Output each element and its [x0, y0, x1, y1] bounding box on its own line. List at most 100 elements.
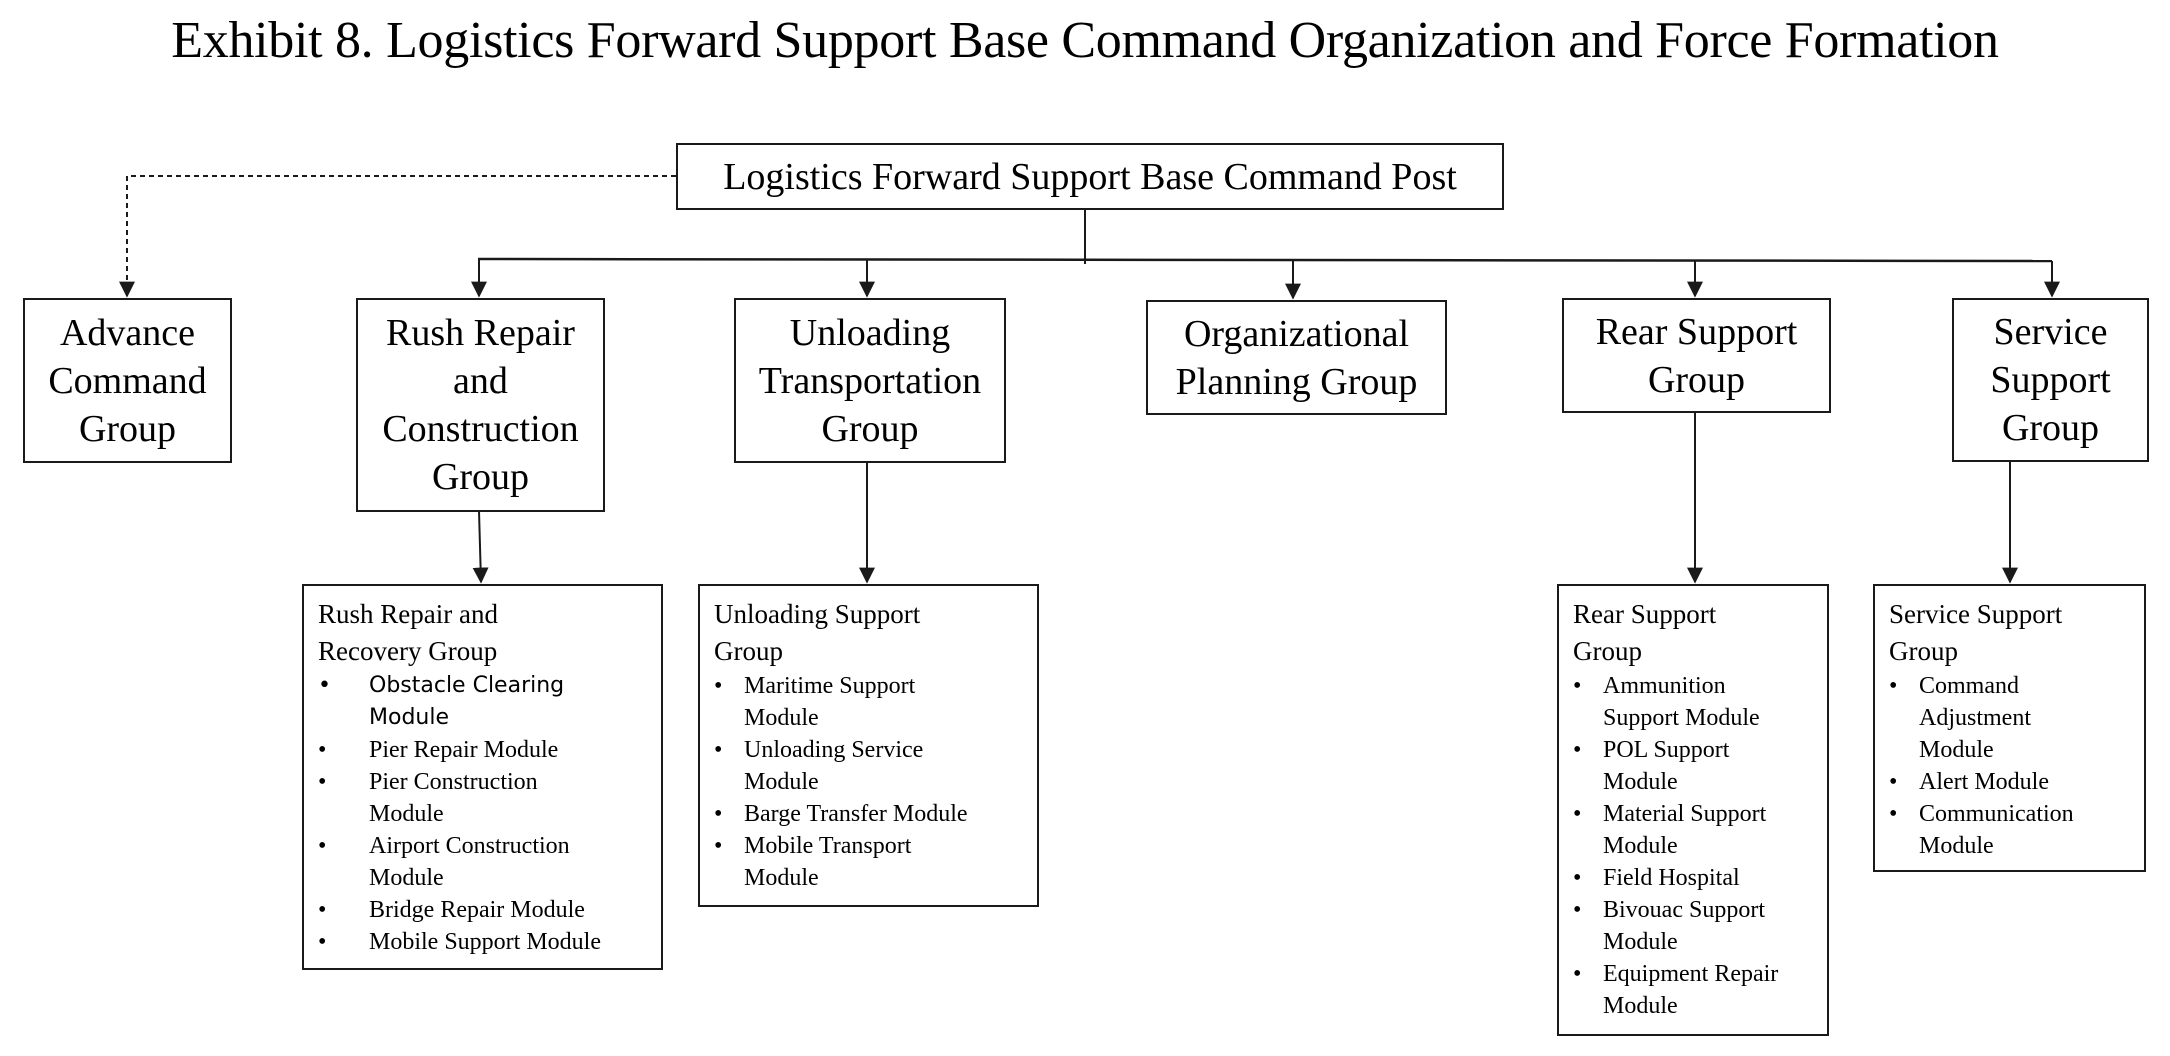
module-line: Module	[1919, 833, 1994, 859]
group-label-line: Transportation	[758, 359, 982, 402]
subgroup-heading-line: Recovery Group	[318, 636, 498, 666]
module-line: Adjustment	[1919, 705, 2031, 731]
group-label-line: Construction	[382, 408, 579, 450]
bullet-icon: •	[714, 673, 723, 699]
command-post-label: Logistics Forward Support Base Command P…	[723, 155, 1457, 198]
subgroup-heading-line: Rush Repair and	[318, 599, 498, 629]
bullet-icon: •	[318, 737, 327, 763]
module-line: Mobile Transport	[744, 833, 912, 859]
subgroup-heading-line: Group	[1889, 636, 1958, 666]
group-label-line: Group	[1647, 358, 1746, 401]
module-line: Material Support	[1603, 801, 1767, 827]
group-label-line: Group	[431, 456, 530, 498]
module-line: Pier Construction	[369, 769, 538, 795]
module-line: Communication	[1919, 801, 2074, 827]
module-line: Maritime Support	[744, 673, 916, 699]
module-line: Field Hospital	[1603, 865, 1740, 891]
module-line: Bivouac Support	[1603, 897, 1765, 923]
bullet-icon: •	[318, 833, 327, 859]
module-line: POL Support	[1603, 737, 1730, 763]
group-label-line: and	[453, 360, 508, 402]
module-item: • Bridge Repair Module	[318, 894, 647, 926]
subgroup-heading-line: Group	[714, 636, 783, 666]
connector-bus	[477, 257, 2053, 263]
module-line: Alert Module	[1919, 769, 2049, 795]
bullet-icon: •	[714, 737, 723, 763]
bullet-icon: •	[1573, 801, 1582, 827]
module-line: Module	[1603, 833, 1678, 859]
bullet-icon: •	[318, 673, 331, 698]
bullet-icon: •	[1573, 897, 1582, 923]
module-line: Support Module	[1603, 705, 1760, 731]
bullet-icon: •	[318, 769, 327, 795]
bullet-icon: •	[714, 801, 723, 827]
bullet-icon: •	[318, 897, 327, 923]
bullet-icon: •	[318, 929, 327, 955]
module-item: • Mobile Support Module	[318, 926, 647, 958]
module-line: Module	[744, 705, 819, 731]
group-box-organizational-planning: Organizational Planning Group	[1146, 300, 1447, 415]
bullet-icon: •	[1573, 737, 1582, 763]
group-label-line: Group	[821, 407, 919, 450]
group-label-line: Group	[2001, 407, 2100, 449]
subgroup-heading-line: Service Support	[1889, 599, 2063, 629]
bullet-icon: •	[1573, 673, 1582, 699]
command-post-box: Logistics Forward Support Base Command P…	[676, 143, 1504, 210]
subgroup-box-rush-repair-recovery: Rush Repair and Recovery Group •Obstacle…	[302, 584, 663, 970]
module-line: Module	[1603, 929, 1678, 955]
group-box-rear-support: Rear Support Group	[1562, 298, 1831, 413]
module-line: Bridge Repair Module	[369, 897, 585, 923]
group-label-line: Service	[1993, 311, 2108, 353]
bullet-icon: •	[1889, 801, 1898, 827]
exhibit-title: Exhibit 8. Logistics Forward Support Bas…	[171, 12, 1999, 69]
module-item: •Barge Transfer Module	[714, 798, 1023, 830]
module-line: Module	[369, 865, 444, 891]
bullet-icon: •	[714, 833, 723, 859]
module-line: Command	[1919, 673, 2019, 699]
group-box-service-support: Service Support Group	[1952, 298, 2149, 462]
group-label-line: Planning Group	[1175, 360, 1418, 403]
module-line: Unloading Service	[744, 737, 924, 763]
group-label-line: Rush Repair	[386, 312, 575, 354]
module-line: Module	[1603, 993, 1678, 1019]
module-item: •Pier Repair Module	[318, 734, 647, 766]
module-line: Equipment Repair	[1603, 961, 1779, 987]
subgroup-heading-line: Rear Support	[1573, 599, 1717, 629]
module-line: Ammunition	[1603, 673, 1726, 699]
connector-advance-command-dashed	[119, 175, 676, 298]
module-line: Mobile Support Module	[369, 929, 601, 955]
group-label-line: Command	[48, 359, 207, 402]
module-line: Airport Construction	[369, 833, 570, 859]
bullet-icon: •	[1573, 865, 1582, 891]
connector-rush-repair-recovery	[472, 510, 489, 584]
group-box-rush-repair-construction: Rush Repair and Construction Group	[356, 298, 605, 512]
subgroup-heading-line: Group	[1573, 636, 1642, 666]
group-label-line: Advance	[59, 311, 196, 354]
group-label-line: Group	[78, 407, 177, 450]
group-label-line: Organizational	[1183, 312, 1410, 355]
module-item: • Field Hospital	[1573, 862, 1813, 894]
module-item: •Alert Module	[1889, 766, 2130, 798]
group-label-line: Unloading	[789, 311, 951, 354]
subgroup-heading-line: Unloading Support	[714, 599, 921, 629]
bullet-icon: •	[1573, 961, 1582, 987]
bullet-icon: •	[1889, 673, 1898, 699]
